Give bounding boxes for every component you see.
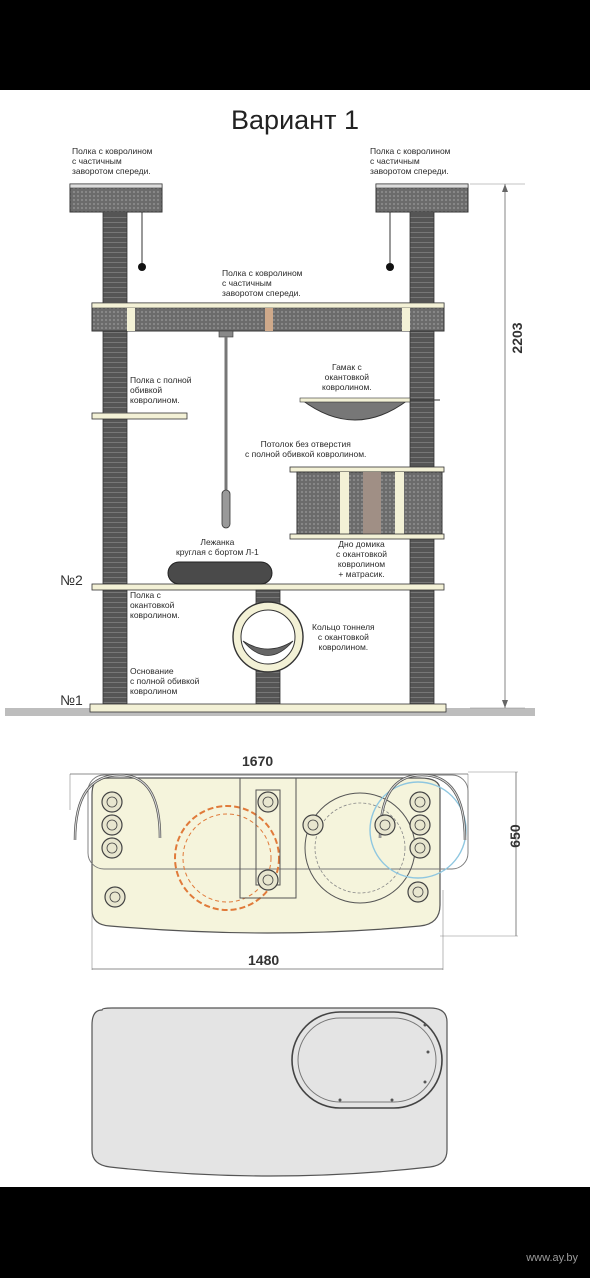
left-post	[102, 211, 128, 711]
round-lounger	[167, 561, 273, 585]
base	[89, 703, 447, 713]
dimension-bottom-width: 1480	[248, 952, 280, 968]
toy-ball-right	[386, 263, 394, 271]
house-bottom	[289, 533, 445, 540]
base-plate	[91, 1007, 448, 1177]
left-small-shelf	[91, 412, 188, 420]
page-title: Вариант 1	[231, 105, 359, 135]
top-left-shelf	[69, 183, 163, 213]
level2-marker: №2	[60, 572, 83, 588]
watermark: www.ay.by	[526, 1252, 578, 1264]
dimension-top-width: 1670	[242, 753, 274, 769]
tunnel-opening	[291, 1011, 443, 1109]
house-ceiling	[289, 466, 445, 473]
hammock	[300, 399, 410, 421]
dimension-depth: 650	[507, 824, 523, 848]
level1-marker: №1	[60, 692, 83, 708]
drawing-sheet: Вариант 1	[0, 90, 590, 1187]
top-right-shelf	[375, 183, 469, 213]
plan-base-board	[91, 777, 441, 934]
plan-lounger	[174, 805, 280, 911]
hanging-toy	[221, 489, 231, 529]
plan-hammock	[304, 792, 416, 904]
plan-posts	[101, 791, 431, 908]
right-post	[409, 211, 435, 711]
elevation-drawing	[5, 183, 535, 716]
toy-ball-left	[138, 263, 146, 271]
height-dimension: 2203	[509, 322, 525, 354]
